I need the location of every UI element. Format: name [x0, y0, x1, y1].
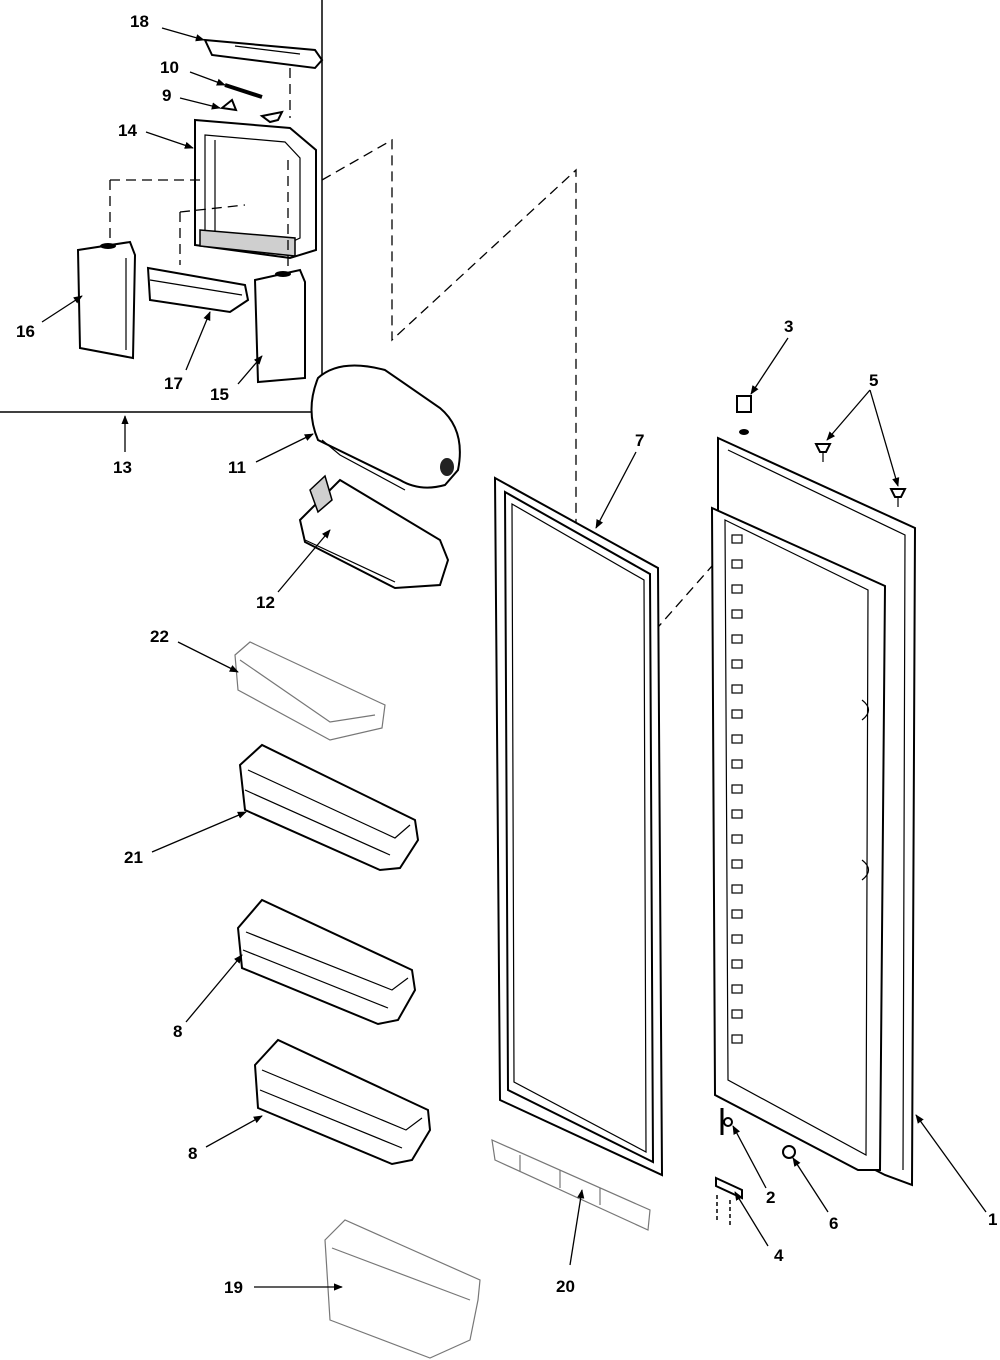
part-18-lid — [203, 38, 324, 70]
part-22-shelf — [234, 641, 386, 741]
part-20-trim — [491, 1139, 651, 1231]
callout-18: 18 — [130, 12, 149, 31]
part-11-cover — [310, 364, 461, 491]
callout-17: 17 — [164, 374, 183, 393]
part-17-tray — [146, 266, 250, 314]
callout-14: 14 — [118, 121, 137, 140]
callout-13: 13 — [113, 458, 132, 477]
inset-frame — [0, 0, 323, 413]
part-19-bin — [324, 1219, 481, 1359]
callout-3: 3 — [784, 317, 793, 336]
callout-12: 12 — [256, 593, 275, 612]
callout-19: 19 — [224, 1278, 243, 1297]
part-3-bushing — [736, 395, 752, 435]
part-10-rod — [224, 83, 263, 99]
callout-8-upper: 8 — [173, 1022, 182, 1041]
callout-9: 9 — [162, 86, 171, 105]
part-1-door — [710, 436, 917, 1187]
part-16-panel — [76, 240, 137, 360]
callout-22: 22 — [150, 627, 169, 646]
part-15-panel — [253, 268, 306, 384]
part-2-hinge-pin — [720, 1108, 733, 1135]
callout-11: 11 — [228, 458, 246, 477]
part-7-gasket — [493, 476, 664, 1177]
part-8-bin-upper — [236, 898, 417, 1026]
callout-1: 1 — [988, 1210, 997, 1229]
callout-15: 15 — [210, 385, 229, 404]
part-9-clip — [219, 98, 284, 124]
callout-8-lower: 8 — [188, 1144, 197, 1163]
part-8-bin-lower — [253, 1038, 432, 1166]
part-4-hinge — [715, 1176, 743, 1225]
callout-2: 2 — [766, 1188, 775, 1207]
callout-6: 6 — [829, 1214, 838, 1233]
callout-5: 5 — [869, 371, 878, 390]
door-shelf-slots — [731, 534, 743, 1044]
part-6-glide — [782, 1145, 796, 1159]
callout-4: 4 — [774, 1246, 784, 1265]
callout-21: 21 — [124, 848, 143, 867]
callout-20: 20 — [556, 1277, 575, 1296]
callout-10: 10 — [160, 58, 179, 77]
leader-lines — [41, 27, 987, 1291]
part-5-screws — [814, 443, 907, 507]
callout-16: 16 — [16, 322, 35, 341]
part-12-bin — [298, 474, 450, 590]
callout-7: 7 — [635, 431, 644, 450]
part-14-housing — [194, 118, 317, 260]
part-21-bin — [238, 743, 420, 872]
